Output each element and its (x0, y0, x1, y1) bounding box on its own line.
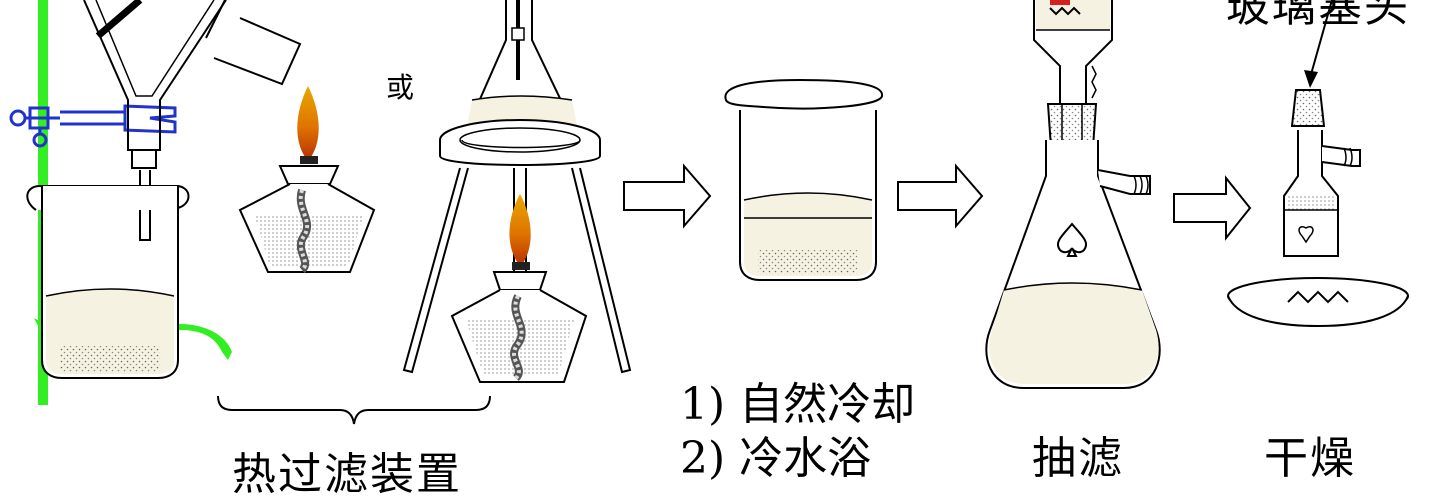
cooling-step-1: 1) 自然冷却 (680, 379, 916, 430)
beaker-left (26, 185, 190, 379)
or-label: 或 (386, 71, 415, 104)
clamp (9, 104, 177, 148)
cooling-step-2: 2) 冷水浴 (680, 433, 872, 484)
top-right-partial-label: 玻璃塞头 (1226, 0, 1410, 32)
hot-filtration-apparatus (9, 0, 491, 425)
suction-filtration-label: 抽滤 (1032, 433, 1124, 484)
tripod-flask-apparatus (402, 0, 632, 383)
drying-label: 干燥 (1264, 433, 1356, 484)
spade-icon (1056, 222, 1088, 257)
arrow-1 (623, 163, 712, 229)
small-heart-icon (1298, 225, 1314, 244)
arrow-3 (1173, 175, 1252, 241)
drying-apparatus (1227, 0, 1409, 328)
cooling-beaker (724, 78, 883, 281)
suction-filtration-apparatus (985, 0, 1161, 389)
flame-2 (509, 194, 531, 266)
alcohol-lamp-1 (238, 86, 376, 274)
hot-filtration-label: 热过滤装置 (232, 449, 462, 500)
brace (217, 395, 491, 425)
flame-1 (297, 86, 319, 160)
arrow-2 (897, 163, 984, 229)
